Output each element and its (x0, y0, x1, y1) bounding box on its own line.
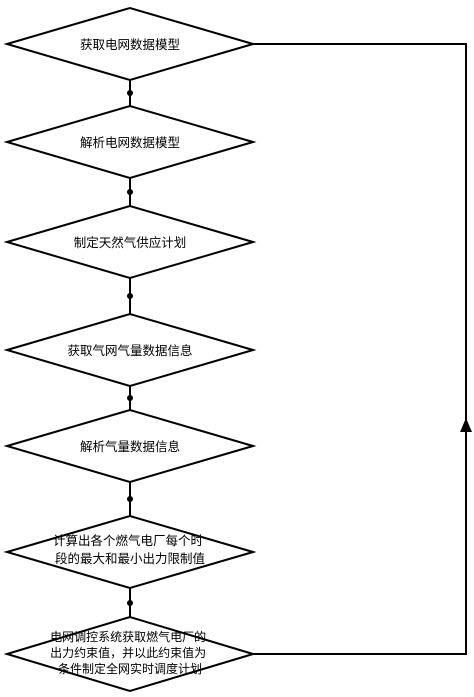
decision-step-2: 解析电网数据模型 (3, 104, 257, 180)
step-7-label: 电网调控系统获取燃气电厂的 出力约束值，并以此约束值为 条件制定全网实时调度计划 (50, 629, 210, 676)
connector-dot-2 (127, 189, 133, 195)
decision-step-5: 解析气量数据信息 (3, 408, 257, 484)
decision-step-3: 制定天然气供应计划 (3, 204, 257, 280)
connector-dot-5 (127, 496, 133, 502)
feedback-loop-line (253, 43, 467, 655)
step-4-label: 获取气网气量数据信息 (67, 343, 192, 358)
step-6-label: 计算出各个燃气电厂每个时 段的最大和最小出力限制值 (53, 533, 207, 566)
decision-step-7: 电网调控系统获取燃气电厂的 出力约束值，并以此约束值为 条件制定全网实时调度计划 (3, 615, 257, 693)
step-1-label: 获取电网数据模型 (80, 37, 180, 52)
connector-dot-3 (127, 293, 133, 299)
step-3-label: 制定天然气供应计划 (74, 235, 187, 250)
step-5-label: 解析气量数据信息 (80, 439, 180, 454)
feedback-arrow-icon (460, 418, 472, 432)
decision-step-4: 获取气网气量数据信息 (3, 312, 257, 388)
decision-step-6: 计算出各个燃气电厂每个时 段的最大和最小出力限制值 (3, 514, 257, 590)
step-2-label: 解析电网数据模型 (80, 135, 180, 150)
decision-step-1: 获取电网数据模型 (3, 6, 257, 82)
connector-dot-4 (127, 395, 133, 401)
connector-dot-1 (127, 90, 133, 96)
connector-dot-6 (127, 600, 133, 606)
